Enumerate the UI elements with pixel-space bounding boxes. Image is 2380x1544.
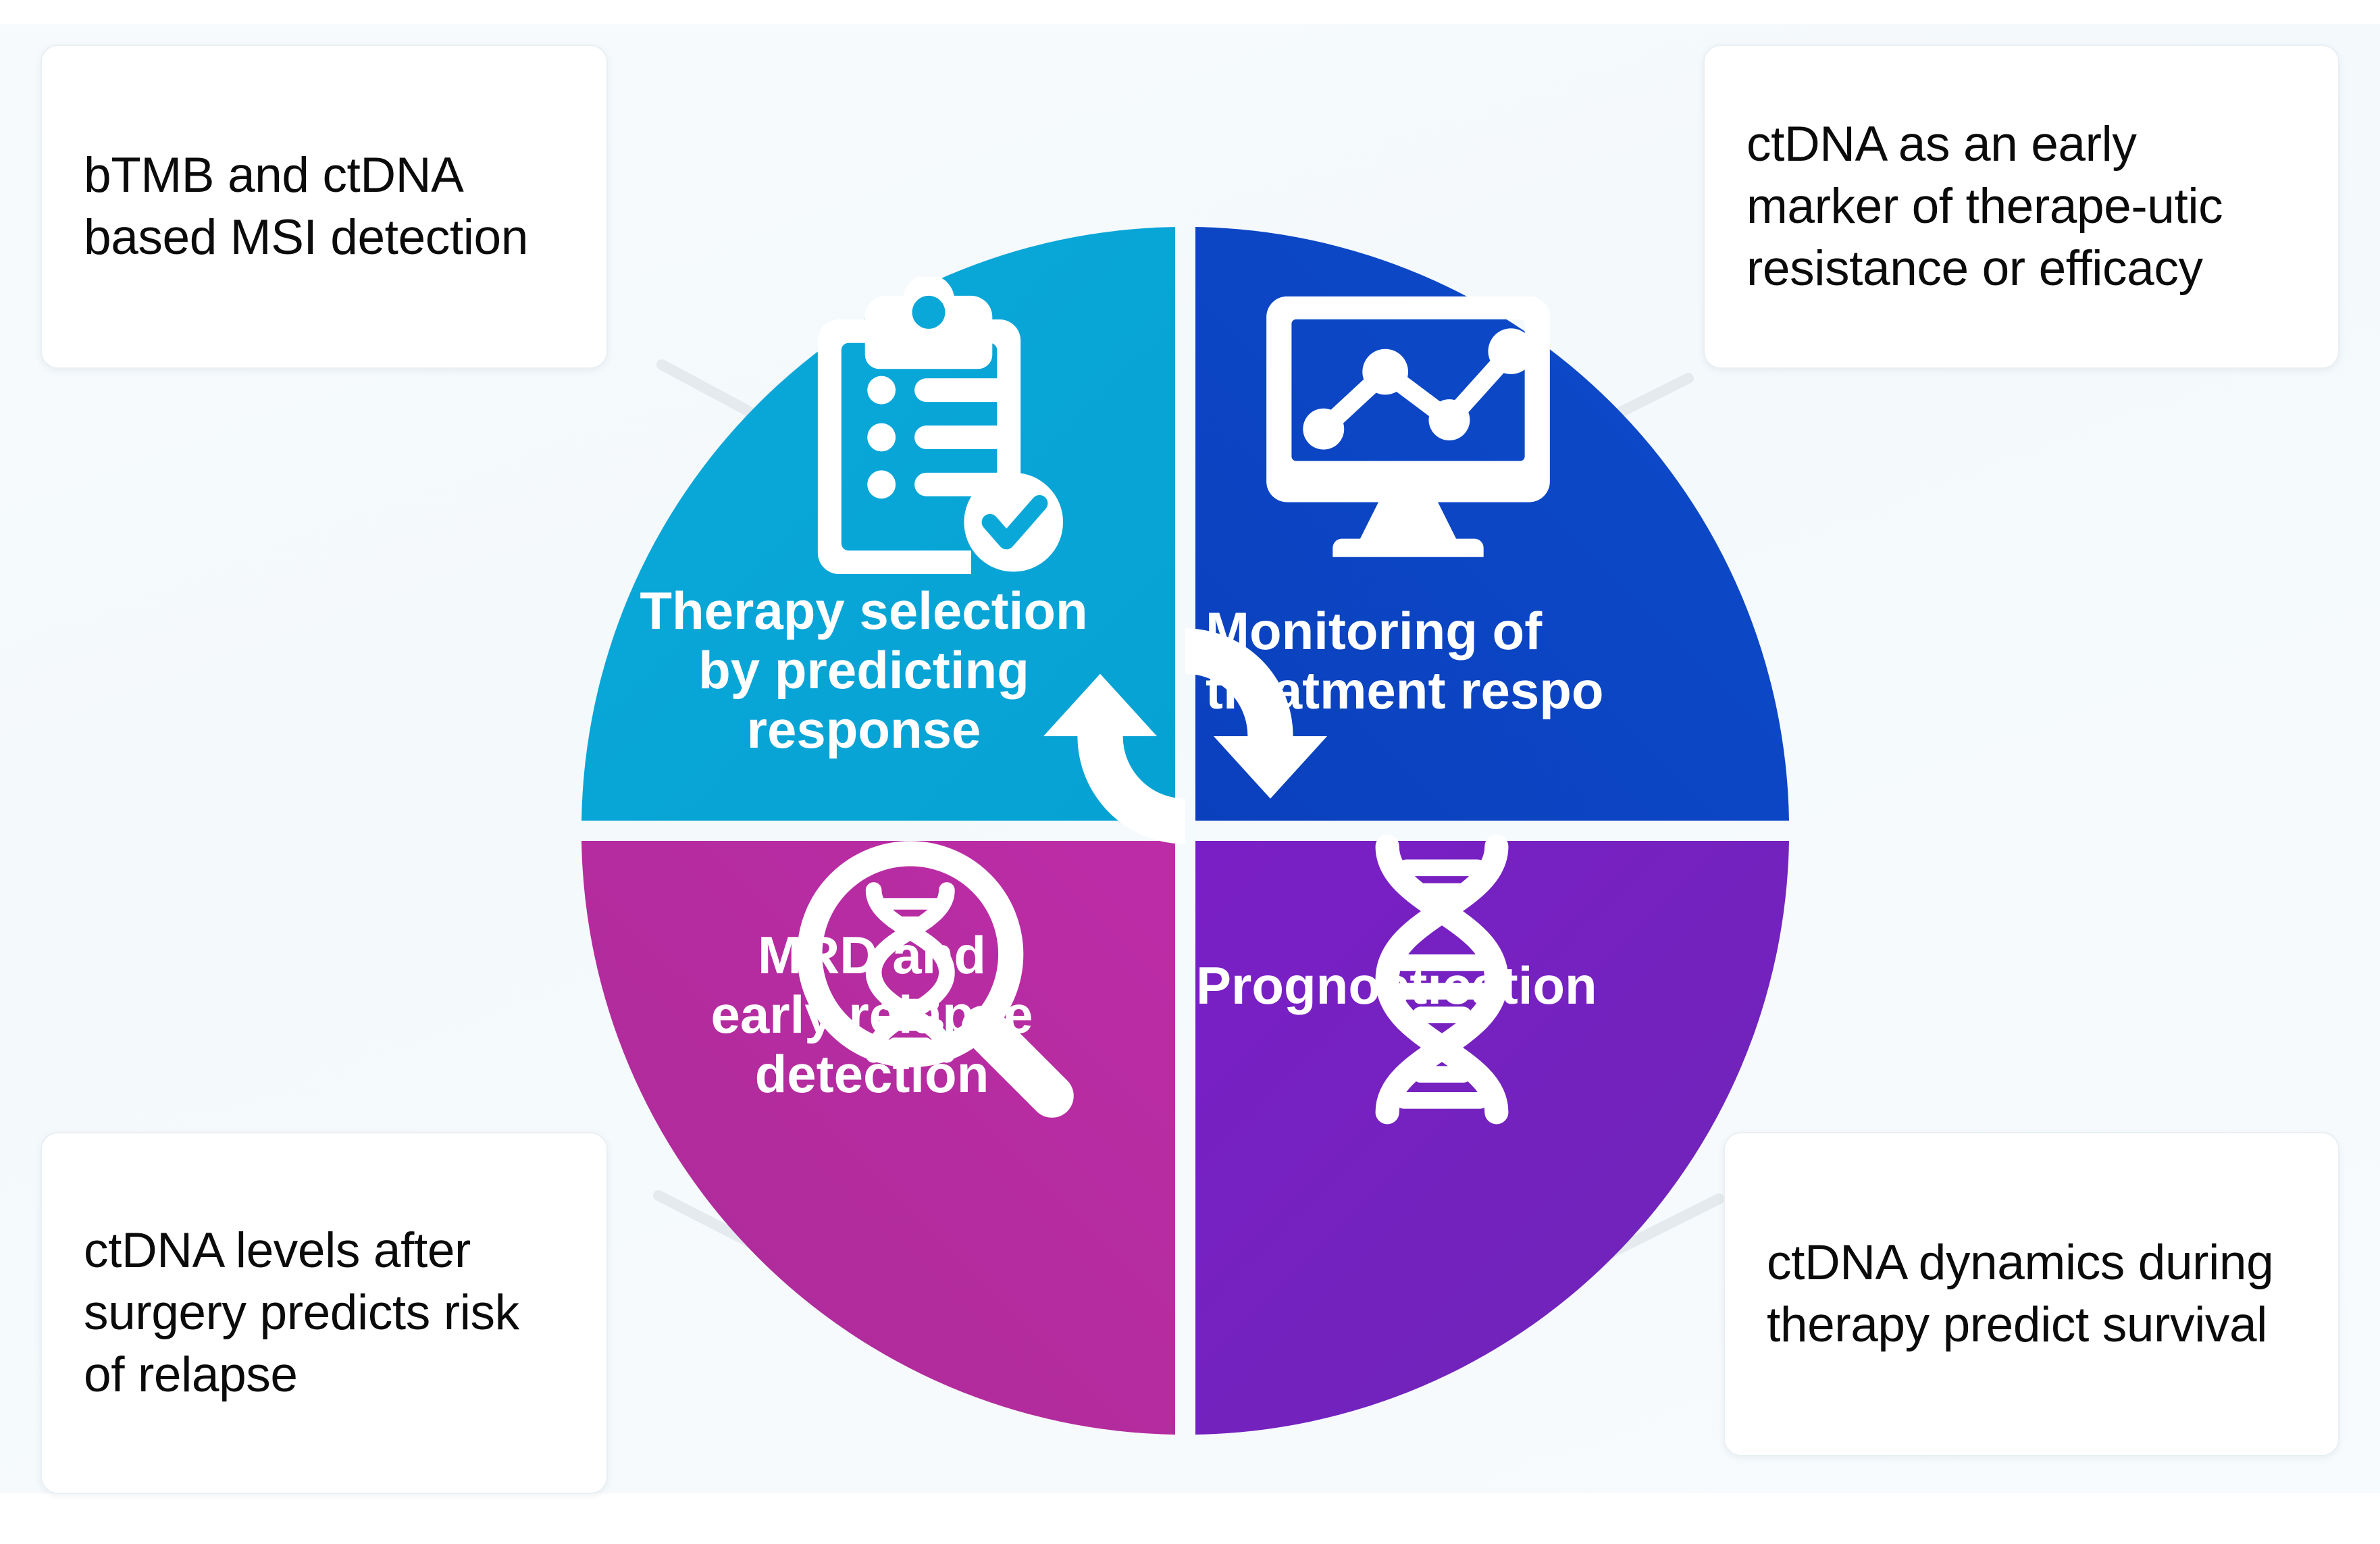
callout-top-left: bTMB and ctDNA based MSI detection <box>41 45 608 369</box>
wheel-segment-prognostication[interactable] <box>1195 841 1789 1435</box>
wheel-segments <box>581 227 1789 1435</box>
callout-top-right: ctDNA as an early marker of therape-utic… <box>1703 45 2339 369</box>
callout-bottom-left-text: ctDNA levels after surgery predicts risk… <box>84 1223 519 1402</box>
callout-top-right-text: ctDNA as an early marker of therape-utic… <box>1747 117 2223 296</box>
wheel-segment-monitoring[interactable] <box>1195 227 1789 821</box>
quadrant-wheel: Therapy selection by predicting response… <box>571 216 1800 1445</box>
callout-bottom-right: ctDNA dynamics during therapy predict su… <box>1724 1132 2339 1456</box>
callout-bottom-left: ctDNA levels after surgery predicts risk… <box>41 1132 608 1494</box>
wheel-segment-mrd[interactable] <box>581 841 1175 1435</box>
callout-bottom-right-text: ctDNA dynamics during therapy predict su… <box>1767 1235 2274 1352</box>
callout-top-left-text: bTMB and ctDNA based MSI detection <box>84 148 528 265</box>
wheel-segment-therapy-selection[interactable] <box>581 227 1175 821</box>
